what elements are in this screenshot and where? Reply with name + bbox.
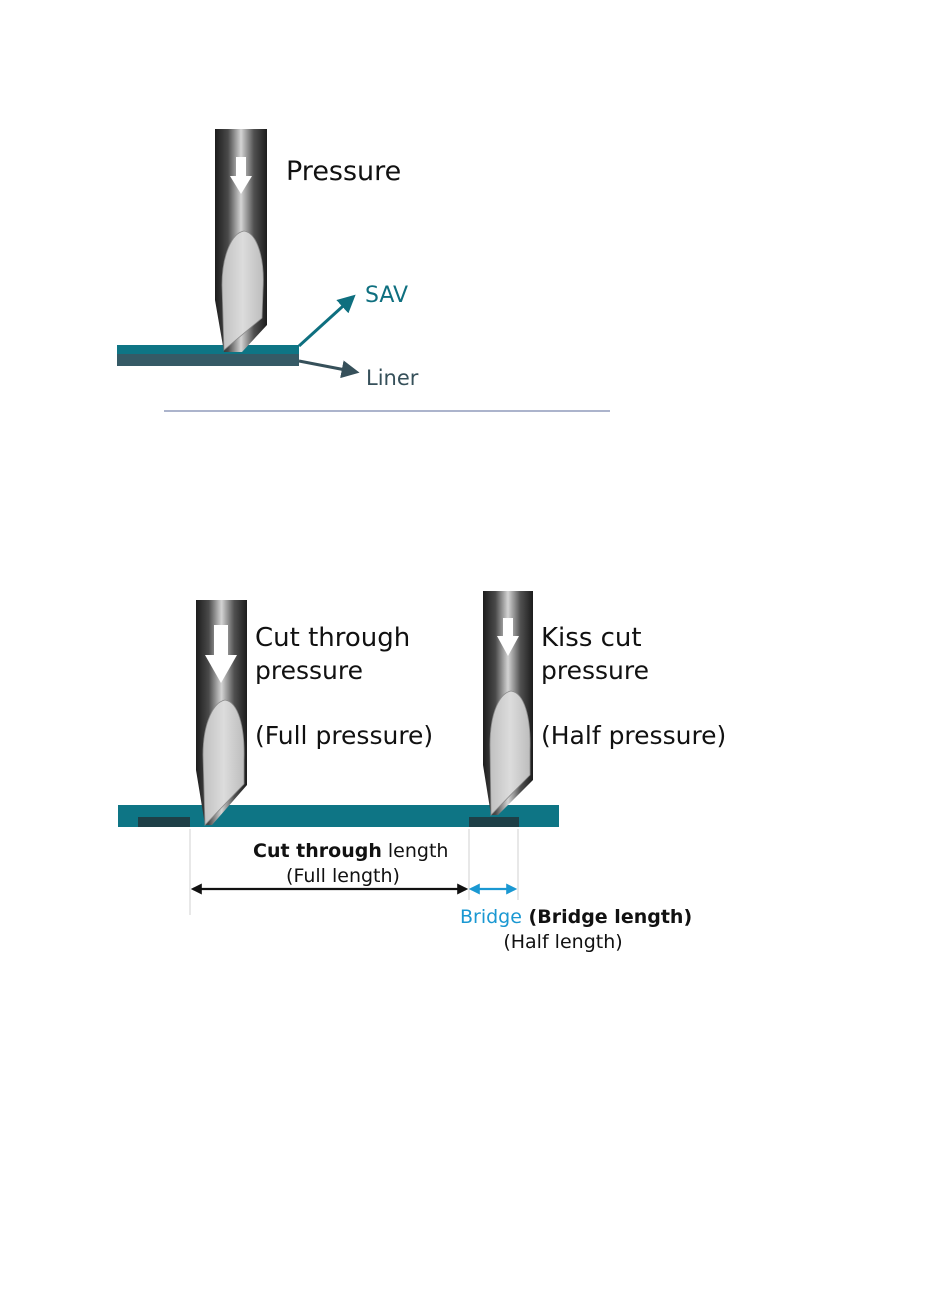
full-pressure-label: (Full pressure) <box>255 721 433 750</box>
bridge-word: Bridge <box>460 906 522 928</box>
figure-cut-through-kiss-cut: Cut through pressure (Full pressure) Kis… <box>118 591 726 953</box>
cut-through-blade <box>196 600 247 825</box>
liner-right-segment <box>469 817 519 827</box>
figure-basic-cut: Pressure SAV Liner <box>117 129 610 411</box>
sav-label: SAV <box>365 283 408 308</box>
pressure-label: Pressure <box>286 156 401 187</box>
sav-pointer-arrow <box>299 297 353 346</box>
half-length-label: (Half length) <box>503 931 622 953</box>
half-pressure-label: (Half pressure) <box>541 721 726 750</box>
liner-label: Liner <box>366 366 419 390</box>
bridge-label: Bridge (Bridge length) <box>460 906 692 928</box>
kiss-cut-subtitle: pressure <box>541 656 649 685</box>
kiss-cut-blade <box>483 591 533 815</box>
cut-through-length-label: Cut through length <box>253 840 448 862</box>
bridge-length-bold: (Bridge length) <box>522 906 692 928</box>
liner-layer <box>117 354 299 366</box>
liner-pointer-arrow <box>299 361 356 372</box>
kiss-cut-title: Kiss cut <box>541 623 642 653</box>
cut-through-length-bold: Cut through <box>253 840 382 862</box>
full-length-label: (Full length) <box>286 865 400 887</box>
cut-through-subtitle: pressure <box>255 656 363 685</box>
cut-through-length-rest: length <box>382 840 449 862</box>
sav-layer <box>117 345 299 354</box>
liner-left-segment <box>138 817 190 827</box>
blade-tool <box>215 129 267 352</box>
cut-through-title: Cut through <box>255 623 410 653</box>
